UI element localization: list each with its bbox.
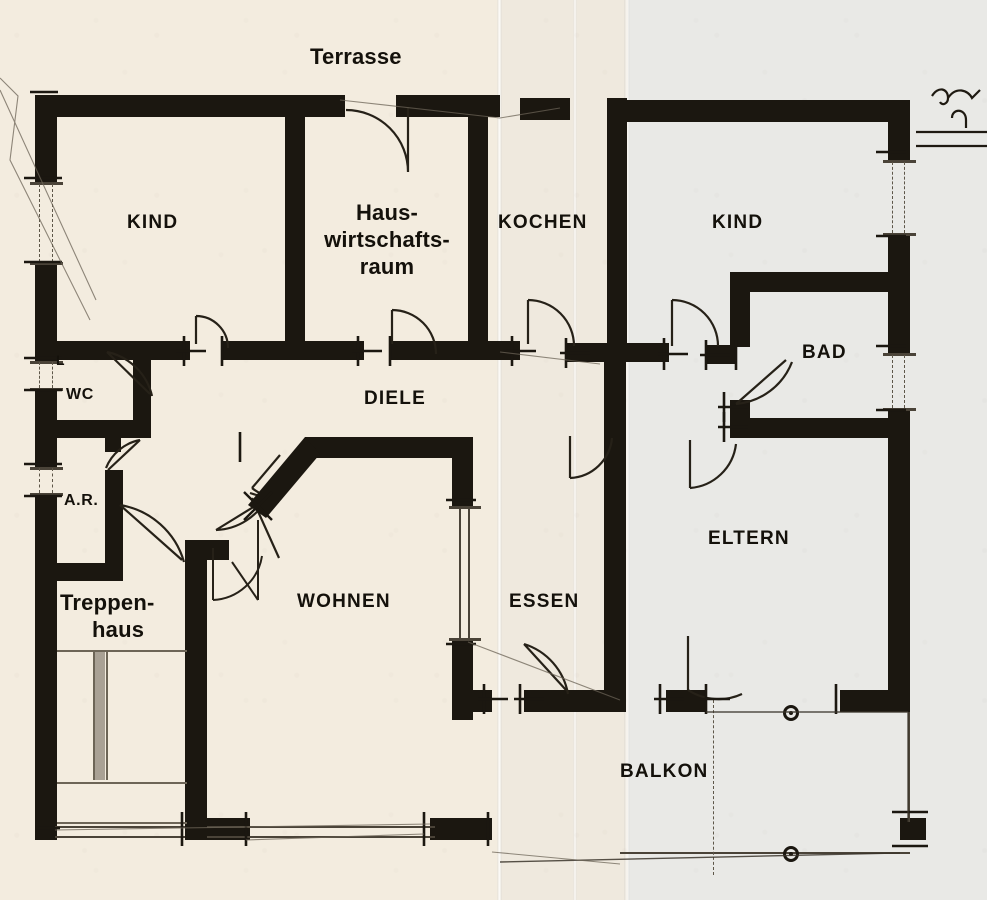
wall-exterior-right-2 bbox=[888, 235, 910, 355]
label-bad: BAD bbox=[802, 342, 847, 363]
label-wohnen: WOHNEN bbox=[297, 591, 391, 612]
label-hwr-line1: Haus- bbox=[355, 200, 419, 225]
stair-stringer-edge-l bbox=[93, 652, 95, 780]
window-left-1-bottom bbox=[30, 262, 63, 265]
wall-bad-left-upper bbox=[730, 272, 750, 347]
wall-bad-bottom bbox=[730, 418, 910, 438]
label-hwr-line3: raum bbox=[359, 253, 415, 279]
wall-hwr-kochen bbox=[468, 95, 488, 345]
stair-stringer bbox=[95, 652, 105, 780]
wall-diele-north-d bbox=[566, 343, 669, 362]
wohnen-east-window-top bbox=[449, 506, 481, 509]
wall-exterior-left-4 bbox=[35, 495, 57, 840]
label-hwr-line2: wirtschafts- bbox=[324, 226, 450, 252]
label-hauswirtschaftsraum: Haus- wirtschafts- raum bbox=[302, 200, 472, 280]
paper-tone-right bbox=[628, 0, 987, 900]
window-right-1-line-b bbox=[904, 162, 905, 233]
wall-bad-top bbox=[730, 272, 890, 292]
label-kind-right: KIND bbox=[712, 212, 764, 233]
label-terrasse: Terrasse bbox=[310, 44, 402, 69]
label-treppenhaus-line1: Treppen- bbox=[60, 590, 155, 615]
window-left-3-bottom bbox=[30, 493, 63, 496]
label-treppenhaus: Treppen- haus bbox=[60, 590, 180, 644]
wall-wc-pier bbox=[105, 436, 121, 452]
label-balkon: BALKON bbox=[620, 761, 709, 782]
window-left-1-line-a bbox=[39, 184, 40, 262]
wall-kochen-right bbox=[607, 98, 627, 346]
stair-tread-bottom bbox=[57, 782, 187, 784]
wall-diele-north-a bbox=[35, 341, 190, 360]
wohnen-east-window-b bbox=[468, 508, 470, 640]
label-kochen: KOCHEN bbox=[498, 212, 588, 233]
window-right-1-line-a bbox=[892, 162, 893, 233]
fold-crease-3 bbox=[624, 0, 630, 900]
wall-treppenhaus-right bbox=[185, 540, 207, 840]
wall-bottom-wohnen-pier bbox=[430, 818, 492, 840]
wohnen-east-window-bottom bbox=[449, 638, 481, 641]
balcony-rail-right bbox=[908, 712, 910, 822]
window-right-1-bottom bbox=[883, 233, 916, 236]
label-treppenhaus-line2: haus bbox=[92, 616, 145, 642]
window-left-1-line-b bbox=[52, 184, 53, 262]
stair-tread-top bbox=[57, 650, 187, 652]
window-left-3-line-a bbox=[39, 468, 40, 493]
label-kind-left: KIND bbox=[127, 212, 179, 233]
wall-ar-bottom bbox=[57, 563, 123, 581]
balcony-axis-vertical bbox=[713, 700, 714, 875]
wall-kind-left-right-side bbox=[285, 95, 305, 345]
window-left-2-top bbox=[30, 361, 63, 364]
wall-wohnen-east bbox=[452, 437, 473, 507]
wall-wc-right bbox=[133, 360, 151, 420]
wall-wohnen-north bbox=[305, 437, 473, 458]
balcony-rail-bottom bbox=[620, 852, 910, 854]
wall-treppenhaus-head bbox=[185, 540, 229, 560]
handwritten-sketch bbox=[916, 88, 987, 148]
window-right-2-top bbox=[883, 353, 916, 356]
label-eltern: ELTERN bbox=[708, 528, 790, 549]
window-left-2-line-b bbox=[52, 362, 53, 388]
wall-exterior-right-1 bbox=[888, 100, 910, 162]
wall-wohnen-essen-pier bbox=[452, 690, 492, 712]
balcony-post bbox=[900, 818, 926, 840]
label-stair-marker: L bbox=[56, 352, 65, 368]
wall-essen-bottom bbox=[524, 690, 624, 712]
wall-exterior-left-1 bbox=[35, 95, 57, 183]
wall-exterior-right-3 bbox=[888, 410, 910, 710]
wall-diele-north-c bbox=[390, 341, 520, 360]
wall-exterior-left-3 bbox=[35, 390, 57, 468]
balcony-hinge-markers bbox=[783, 705, 799, 862]
wall-exterior-left-2 bbox=[35, 265, 57, 362]
stair-stringer-edge-r bbox=[106, 652, 108, 780]
wall-exterior-top-right bbox=[627, 100, 910, 122]
wall-exterior-top-left bbox=[35, 95, 345, 117]
fold-crease-2 bbox=[573, 0, 577, 900]
window-left-3-top bbox=[30, 467, 63, 470]
window-right-2-line-a bbox=[892, 355, 893, 408]
label-diele: DIELE bbox=[364, 388, 426, 409]
label-wc: WC bbox=[66, 386, 94, 403]
window-left-1-top bbox=[30, 182, 63, 185]
label-abstellraum: A.R. bbox=[64, 492, 99, 509]
wall-exterior-top-center bbox=[520, 98, 570, 120]
wall-ar-right bbox=[105, 470, 123, 563]
window-left-3-line-b bbox=[52, 468, 53, 493]
window-left-2-line-a bbox=[39, 362, 40, 388]
window-right-1-top bbox=[883, 160, 916, 163]
wohnen-east-window-a bbox=[459, 508, 461, 640]
stair-landing-line bbox=[57, 822, 187, 824]
label-essen: ESSEN bbox=[509, 591, 580, 612]
window-right-2-line-b bbox=[904, 355, 905, 408]
wall-diele-north-b bbox=[222, 341, 364, 360]
wall-wc-bottom bbox=[57, 420, 151, 438]
fold-crease-1 bbox=[497, 0, 502, 900]
wall-eltern-bottom-b bbox=[840, 690, 910, 712]
